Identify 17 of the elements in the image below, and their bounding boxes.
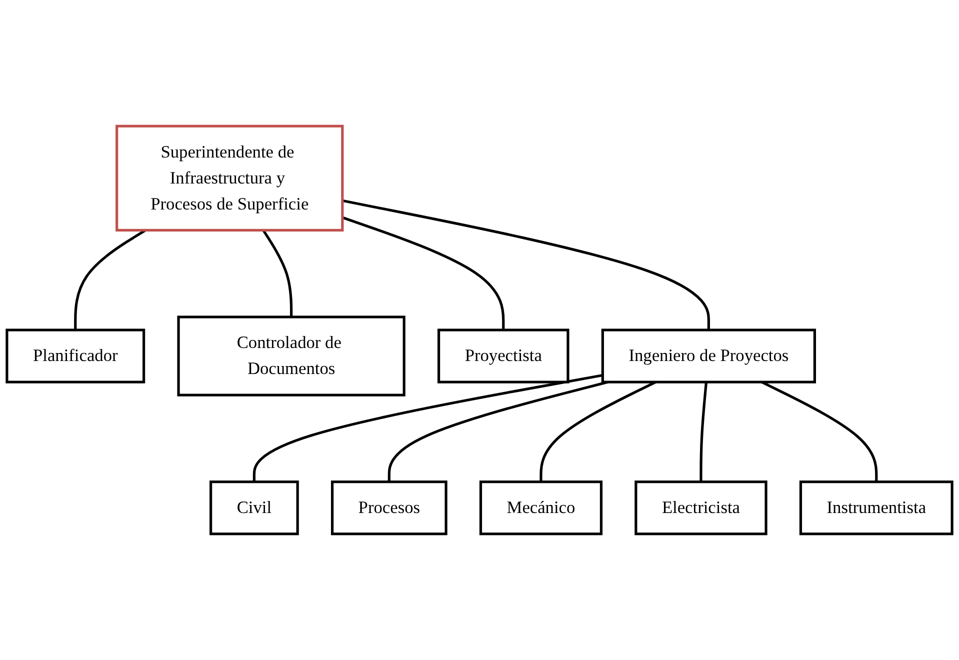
connector — [342, 199, 710, 330]
node-box: Mecánico — [479, 480, 602, 536]
connector — [74, 229, 146, 330]
node-box: Civil — [210, 480, 299, 536]
connector — [262, 230, 293, 317]
connector — [342, 216, 505, 330]
node-box: Electricista — [634, 480, 768, 536]
node-box: Instrumentista — [799, 480, 954, 536]
node-box: Controlador de Documentos — [177, 316, 406, 396]
node-box: Superintendente de Infraestructura y Procesos de Superficie — [116, 124, 344, 232]
node-box: Planificador — [6, 328, 146, 384]
node-box: Procesos — [330, 480, 448, 536]
connector — [700, 382, 708, 482]
connector — [388, 380, 608, 482]
connector — [252, 374, 603, 482]
node-box: Proyectista — [437, 328, 570, 384]
node-box: Ingeniero de Proyectos — [601, 328, 816, 384]
